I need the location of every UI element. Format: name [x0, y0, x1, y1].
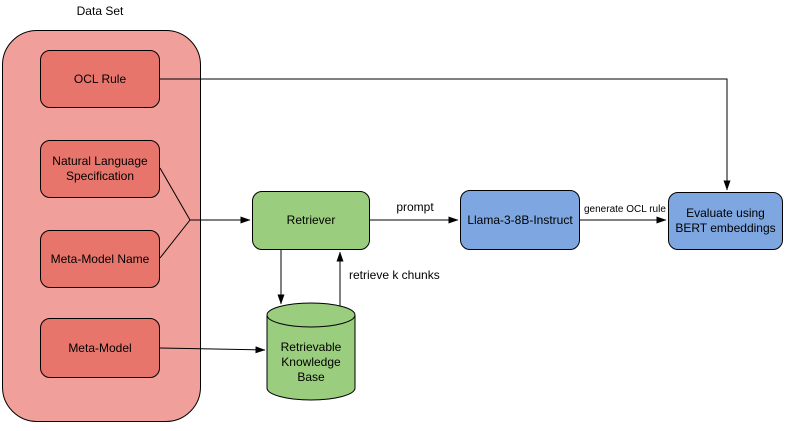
node-ocl-rule: OCL Rule [40, 50, 160, 108]
kb-label-text: Retrievable Knowledge Base [280, 339, 342, 384]
node-llm-label: Llama-3-8B-Instruct [467, 212, 573, 227]
node-knowledge-base-label: Retrievable Knowledge Base [267, 332, 355, 392]
node-mm-label: Meta-Model [68, 340, 132, 355]
edge-ocl-to-evaluate [160, 78, 731, 191]
node-natural-language-specification: Natural Language Specification [40, 140, 160, 198]
dataset-title: Data Set [76, 4, 124, 18]
cylinder-body [266, 315, 356, 401]
node-meta-model: Meta-Model [40, 318, 160, 378]
knowledge-base-cylinder [266, 302, 356, 401]
edge-metamodel-to-kb [159, 346, 266, 354]
node-evaluate-label: Evaluate using BERT embeddings [675, 206, 776, 235]
edge-label-generate-ocl-rule: generate OCL rule [584, 204, 666, 215]
node-meta-model-name: Meta-Model Name [40, 230, 160, 288]
edge-label-retrieve-k-chunks: retrieve k chunks [349, 268, 440, 282]
edge-label-prompt: prompt [396, 200, 434, 214]
cylinder-top [266, 302, 356, 328]
node-mmn-label: Meta-Model Name [50, 251, 150, 266]
node-retriever-label: Retriever [286, 213, 336, 227]
node-evaluate-bert: Evaluate using BERT embeddings [668, 192, 783, 250]
edge-mmn-to-junction [159, 219, 191, 259]
edge-nls-to-junction [159, 167, 191, 221]
node-retriever: Retriever [252, 191, 370, 250]
node-nls-label: Natural Language Specification [52, 154, 148, 183]
node-ocl-rule-label: OCL Rule [73, 71, 127, 86]
node-llama-3-8b-instruct: Llama-3-8B-Instruct [460, 190, 580, 250]
